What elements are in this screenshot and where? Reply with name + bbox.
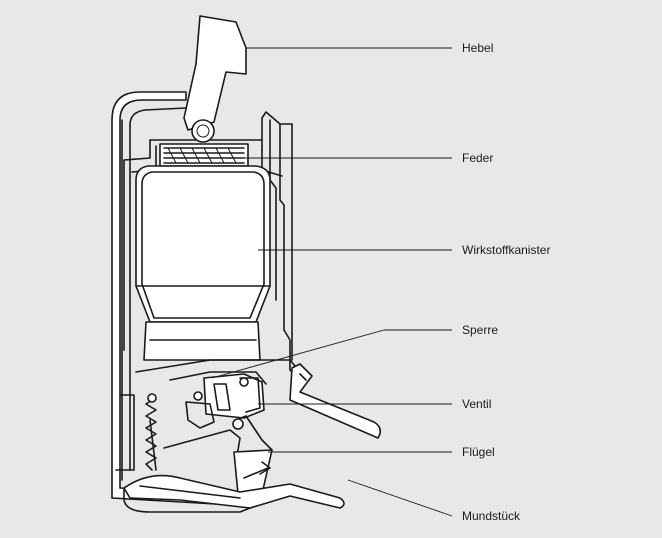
mechanism bbox=[135, 359, 382, 495]
canister bbox=[135, 165, 271, 361]
label-feder: Feder bbox=[462, 151, 494, 165]
label-ventil: Ventil bbox=[462, 397, 492, 411]
label-wirkstoffkanister: Wirkstoffkanister bbox=[462, 243, 551, 257]
label-fluegel: Flügel bbox=[462, 445, 495, 459]
label-mundstueck: Mundstück bbox=[462, 509, 521, 523]
lever bbox=[183, 15, 247, 143]
label-hebel: Hebel bbox=[462, 41, 494, 55]
label-sperre: Sperre bbox=[462, 323, 499, 337]
mouthpiece bbox=[123, 474, 345, 513]
leader-mundstueck bbox=[347, 479, 453, 517]
leader-lines bbox=[211, 47, 453, 517]
leader-sperre bbox=[211, 329, 385, 379]
